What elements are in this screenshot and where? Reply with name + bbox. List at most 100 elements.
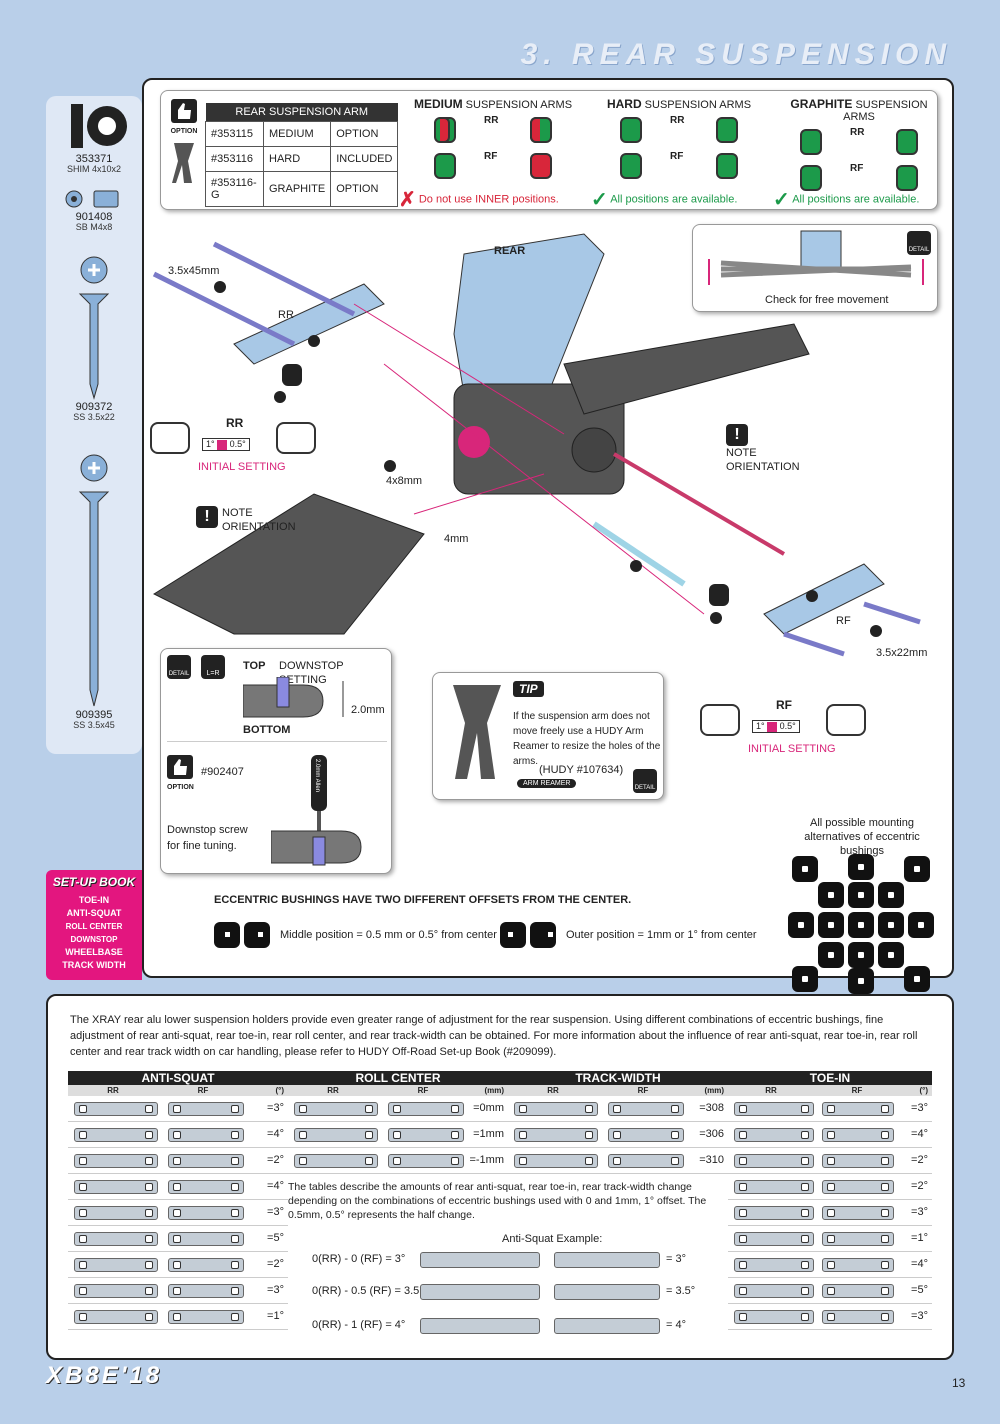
bushing-grid-icon [150,422,190,454]
downstop-illustration [243,677,344,718]
arm-movement-illustration [708,230,924,285]
rear-arm-lower [152,493,425,635]
exclamation-icon: ! [196,506,218,528]
bushing-grid-icon [716,117,738,143]
medium-warning: ✗ Do not use INNER positions. [399,189,559,211]
downstop-callout: DETAIL L=R TOP DOWNSTOP SETTING 2.0mm BO… [160,648,392,874]
table-row: =-1mm [288,1148,508,1174]
bushing-grid-icon [800,165,822,191]
holder-plate-icon [294,1128,378,1142]
bushing-icon [878,942,904,968]
parts-sidebar: 353371 SHIM 4x10x2 901408 SB M4x8 909372… [46,96,142,754]
exploded-assembly-diagram [152,233,921,657]
holder-plate-icon [822,1310,894,1324]
anti-squat-example: 0(RR) - 0 (RF) = 3° = 3° 0(RR) - 0.5 (RF… [290,1250,720,1346]
bushing-icon [818,942,844,968]
checkmark-icon: ✓ [591,189,608,211]
holder-plate-icon [74,1102,158,1116]
holder-plate-icon [822,1258,894,1272]
example-title: Anti-Squat Example: [502,1233,603,1245]
holder-plate-icon [734,1258,814,1272]
mounting-title: All possible mounting alternatives of ec… [804,817,920,857]
holder-plate-icon [514,1102,598,1116]
table-row: =4° [728,1122,932,1148]
holder-plate-icon [734,1180,814,1194]
detail-magnifier-icon: DETAIL [907,231,931,255]
suspension-arm-icon [172,143,194,183]
holder-plate-icon [168,1180,244,1194]
table-row: =306 [508,1122,728,1148]
table-row: =3° [68,1200,288,1226]
holder-plate-icon [734,1206,814,1220]
product-logo: XB8E'18 [46,1362,163,1389]
eccentric-bushing [709,584,729,606]
hinge-pin [592,521,686,587]
screw-rf-2 [863,601,921,625]
bushing-grid-icon [800,129,822,155]
holder-plate-icon [420,1252,540,1268]
table-row: =0mm [288,1096,508,1122]
bushing-icon [818,882,844,908]
set-screw-icon [65,190,119,208]
tip-callout: TIP If the suspension arm does not move … [432,672,664,800]
bushing-icon [818,912,844,938]
intro-paragraph: The XRAY rear alu lower suspension holde… [70,1014,918,1058]
holder-plate-icon [168,1102,244,1116]
initial-setting-rr-label: INITIAL SETTING [198,461,286,473]
holder-plate-icon [822,1232,894,1246]
initial-setting-rf: RF 1° 0.5° [700,698,866,740]
bushing-grid-icon [620,117,642,143]
table-row: =2° [68,1148,288,1174]
rear-label: REAR [494,245,526,257]
holder-plate-icon [734,1232,814,1246]
holder-plate-icon [294,1154,378,1168]
drive-shaft [612,452,786,556]
holder-plate-icon [388,1128,464,1142]
holder-plate-icon [388,1102,464,1116]
option-badge: OPTION [169,99,199,190]
table-row: =3° [728,1096,932,1122]
bushing-icon [848,912,874,938]
holder-plate-icon [822,1180,894,1194]
outer-position-legend: Outer position = 1mm or 1° from center [500,922,757,948]
table-row: #353116-G GRAPHITE OPTION [205,171,399,207]
detail-magnifier-icon: DETAIL [633,769,657,793]
bushing-icon [904,856,930,882]
rear-arm-upper [563,323,810,415]
initial-setting-rf-label: INITIAL SETTING [748,743,836,755]
material-medium: MEDIUM SUSPENSION ARMS RR RF [413,97,573,183]
screw-rr-1 [212,241,356,317]
holder-plate-icon [608,1128,684,1142]
screw5-label: 4x8mm [386,475,423,487]
holder-plate-icon [822,1284,894,1298]
holder-plate-icon [168,1284,244,1298]
bushing-grid-icon [434,153,456,179]
table-row: =2° [728,1148,932,1174]
holder-plate-icon [608,1102,684,1116]
holder-plate-icon [74,1258,158,1272]
table-row: =3° [68,1096,288,1122]
bushing-grid-icon [530,117,540,143]
holder-plate-icon [734,1284,814,1298]
holder-plate-icon [74,1206,158,1220]
checkmark-icon: ✓ [773,189,790,211]
holder-plate-icon [554,1284,660,1300]
arm-table: REAR SUSPENSION ARM #353115 MEDIUM OPTIO… [205,103,399,207]
holder-plate-icon [734,1102,814,1116]
table-row: #353115 MEDIUM OPTION [205,121,399,147]
table-row: =2° [728,1174,932,1200]
holder-plate-icon [734,1154,814,1168]
bushing-outer-icon [500,922,526,948]
holder-plate-icon [822,1154,894,1168]
bushing-icon [908,912,934,938]
screw-rr-2 [152,271,296,347]
holder-plate-icon [74,1154,158,1168]
mounting-alternatives-grid [786,850,936,994]
bushing-icon [848,854,874,880]
holder-plate-icon [168,1154,244,1168]
bushing-grid-icon [896,129,918,155]
bushing-icon [792,966,818,992]
